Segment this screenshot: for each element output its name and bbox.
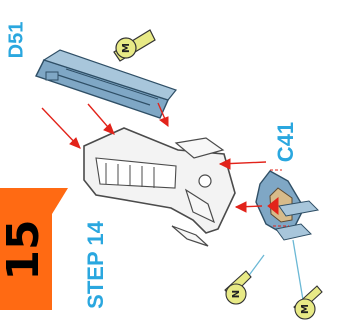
- part-d51: [35, 49, 178, 119]
- part-code-d51: D51: [5, 22, 27, 59]
- assembly-arrows: [41, 102, 279, 216]
- step-number-badge: [0, 188, 52, 310]
- main-body-part: [83, 127, 236, 247]
- step-number: 15: [0, 219, 49, 280]
- part-code-c41: C41: [273, 122, 298, 162]
- part-c41: [255, 170, 320, 241]
- step-label: STEP 14: [83, 220, 108, 308]
- screw-badge-left-label: N: [231, 290, 242, 298]
- screw-badge-top-label: M: [121, 43, 132, 53]
- step-number-badge-tip: [52, 188, 68, 214]
- screw-badge-top: M: [113, 29, 156, 62]
- screw-badge-right-label: M: [300, 304, 311, 314]
- screw-callouts-c41: N M: [224, 239, 323, 320]
- guide-lines: [270, 169, 289, 227]
